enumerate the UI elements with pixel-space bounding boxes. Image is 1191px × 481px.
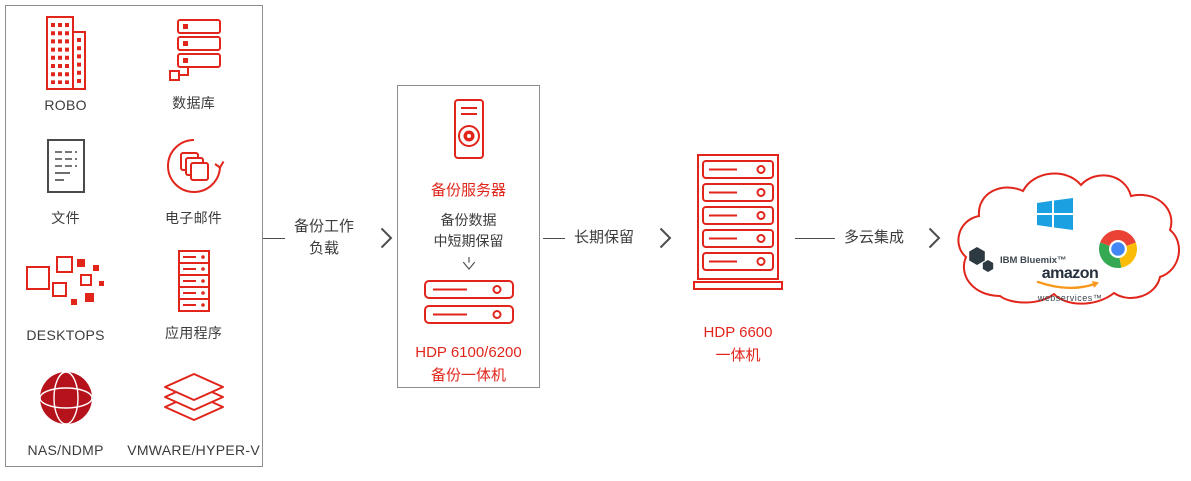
arrow-label-line2: 负载 (309, 240, 340, 257)
cloud-icon (957, 172, 1180, 305)
source-label: DESKTOPS (26, 327, 105, 343)
microsoft-logo (1034, 194, 1076, 239)
source-email: 电子邮件 (125, 121, 262, 236)
workload-sources-box: ROBO (5, 5, 263, 467)
aws-wordmark: amazon (1041, 265, 1099, 282)
source-label: 文件 (51, 210, 80, 226)
source-robo: ROBO (6, 6, 125, 121)
arrow-right-icon (659, 227, 672, 249)
hdp6600-label-line2: 一体机 (715, 347, 761, 365)
source-label: 数据库 (172, 95, 216, 111)
arrow-backup-workload: 备份工作 负载 (263, 210, 393, 266)
arrow-right-icon (380, 227, 393, 249)
source-nas: NAS/NDMP (6, 351, 125, 466)
arrow-label: 长期保留 (574, 228, 635, 246)
retention-line2: 中短期保留 (433, 233, 504, 250)
arrow-label-line1: 备份工作 (294, 217, 355, 235)
arrow-label: 多云集成 (844, 228, 905, 246)
source-label: 电子邮件 (164, 210, 223, 226)
aws-smile-icon (1036, 280, 1099, 290)
hdp6600-appliance: HDP 6600 一体机 (688, 153, 788, 368)
google-cloud-logo (1098, 229, 1138, 274)
connector-line (263, 237, 285, 239)
appliance-label-line1: HDP 6100/6200 (415, 343, 522, 361)
backup-server-box: 备份服务器 备份数据 中短期保留 (397, 85, 540, 388)
arrow-right-icon (928, 227, 941, 249)
connector-line (543, 237, 565, 239)
globe-icon (38, 357, 94, 438)
source-label: ROBO (44, 97, 87, 113)
source-label: VMWARE/HYPER-V (127, 442, 260, 458)
desktops-icon (25, 242, 107, 323)
arrow-long-term: 长期保留 (543, 220, 672, 256)
rack-5u-icon (693, 154, 783, 290)
rack-2u-icon (423, 279, 515, 332)
app-server-icon (174, 242, 214, 319)
database-icon (166, 12, 222, 89)
email-sync-icon (162, 127, 226, 204)
aws-logo: amazon webservices™ (1026, 266, 1114, 303)
arrow-multicloud: 多云集成 (795, 220, 941, 256)
source-desktops: DESKTOPS (6, 236, 125, 351)
document-icon (44, 127, 88, 204)
hexagons-icon (969, 247, 994, 272)
appliance-label-line2: 备份一体机 (430, 366, 506, 384)
connector-line (795, 237, 835, 239)
ibm-bluemix-logo: IBM Bluemix™ (966, 246, 1067, 274)
hypervisor-layers-icon (155, 357, 233, 438)
multicloud-group: IBM Bluemix™ amazon webservices™ (948, 158, 1188, 326)
tower-server-icon (442, 98, 496, 165)
aws-subtitle: webservices™ (1037, 293, 1103, 303)
building-icon (43, 12, 89, 93)
retention-line1: 备份数据 (440, 212, 497, 229)
ibm-bluemix-label: IBM Bluemix™ (1000, 254, 1067, 266)
backup-server-label: 备份服务器 (430, 182, 506, 199)
source-database: 数据库 (125, 6, 262, 121)
source-label: 应用程序 (164, 325, 223, 341)
arrow-down-icon (462, 257, 475, 271)
source-vmware: VMWARE/HYPER-V (125, 351, 262, 466)
source-label: NAS/NDMP (27, 442, 104, 458)
hdp6600-label-line1: HDP 6600 (703, 324, 773, 341)
source-applications: 应用程序 (125, 236, 262, 351)
source-files: 文件 (6, 121, 125, 236)
